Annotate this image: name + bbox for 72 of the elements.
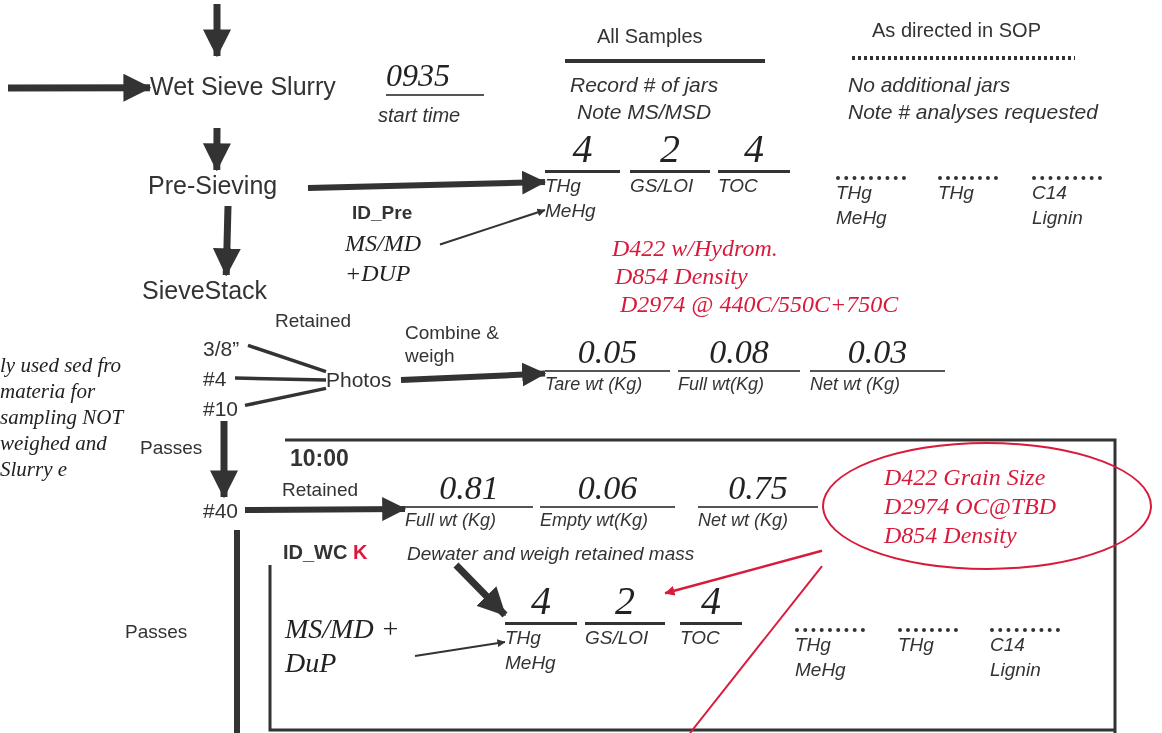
handwritten-note: MS/MD +DUP (345, 228, 440, 294)
handwritten-weight: 0.06 (576, 470, 639, 506)
handwritten-note: D854 Density (615, 262, 748, 291)
step-label: SieveStack (142, 275, 304, 311)
analysis-list: C14 Lignin (990, 628, 1060, 688)
instruction-text: Record # of jars (570, 72, 719, 98)
field-caption: Tare wt (Kg) (545, 370, 670, 397)
step-label: Pre-Sieving (148, 170, 308, 206)
handwritten-mark: K (353, 540, 368, 565)
step-label: Photos (326, 366, 401, 394)
handwritten-note: D2974 @ 440C/550C+750C (620, 290, 899, 319)
handwritten-weight: 0.05 (576, 334, 639, 370)
circled-note: D422 Grain Size D2974 OC@TBD D854 Density (822, 442, 1152, 570)
column-heading: As directed in SOP (872, 18, 1041, 43)
sieve-size-label: #10 (203, 395, 245, 421)
sieve-size-label: #4 (203, 365, 235, 391)
arrow (212, 205, 241, 277)
instruction-text: Note # analyses requested (848, 99, 1098, 125)
sieve-size-label: 3/8” (203, 335, 248, 361)
field-caption: Empty wt(Kg) (540, 506, 675, 533)
handwritten-note: MS/MD + DuP (285, 612, 415, 692)
arrow (453, 562, 508, 618)
instruction-text: Note MS/MSD (577, 99, 712, 125)
analysis-list: GS/LOI (630, 170, 710, 198)
handwritten-weight: 0.75 (727, 470, 789, 506)
arrow (244, 497, 407, 522)
sample-id-label: ID_Pre (352, 201, 413, 225)
arrow (439, 208, 546, 246)
handwritten-count: 4 (530, 580, 552, 622)
arrow (400, 362, 547, 387)
analysis-list: TOC (718, 170, 790, 198)
sieve-size-label: #40 (203, 497, 245, 523)
instruction-text: No additional jars (848, 72, 1011, 98)
field-caption: start time (378, 104, 461, 127)
connector-line (689, 565, 823, 733)
handwritten-weight: 0.81 (438, 470, 500, 506)
field-caption: Full wt(Kg) (678, 370, 800, 397)
arrow (414, 639, 506, 657)
analysis-list: THg MeHg (795, 628, 865, 688)
handwritten-count: 4 (700, 580, 722, 622)
field-caption: Full wt (Kg) (405, 506, 533, 533)
field-caption: Net wt (Kg) (810, 370, 945, 397)
handwritten-time: 0935 (386, 56, 484, 96)
handwritten-count: 4 (743, 128, 765, 170)
analysis-list: TOC (680, 622, 742, 650)
instruction-text: Dewater and weigh retained mass (407, 541, 757, 565)
connector-line (244, 386, 327, 408)
handwritten-time: 10:00 (290, 444, 349, 472)
sample-id-label: ID_WC (283, 540, 348, 565)
handwritten-weight: 0.08 (708, 334, 770, 370)
analysis-list: C14 Lignin (1032, 176, 1102, 236)
analysis-list: THg MeHg (545, 170, 620, 223)
step-label: Wet Sieve Slurry (150, 72, 336, 101)
analysis-list: THg MeHg (505, 622, 577, 675)
analysis-list: GS/LOI (585, 622, 665, 650)
handwritten-count: 4 (571, 128, 594, 170)
section-label: Passes (125, 620, 188, 644)
handwritten-note: ly used sed fro materia for sampling NOT weighed and Slurry e (0, 352, 126, 482)
handwritten-count: 2 (659, 128, 681, 170)
arrow (307, 170, 547, 195)
analysis-list: THg (898, 628, 958, 662)
field-caption: Net wt (Kg) (698, 506, 818, 533)
handwritten-count: 2 (614, 580, 636, 622)
connector-line (234, 376, 327, 382)
arrow (664, 549, 823, 596)
analysis-list: THg (938, 176, 998, 210)
column-heading: All Samples (597, 24, 703, 49)
section-label: Retained (275, 309, 352, 333)
handwritten-weight: 0.03 (846, 334, 909, 370)
handwritten-note: D422 w/Hydrom. (612, 234, 778, 263)
analysis-list: THg MeHg (836, 176, 906, 236)
connector-line (247, 343, 327, 374)
